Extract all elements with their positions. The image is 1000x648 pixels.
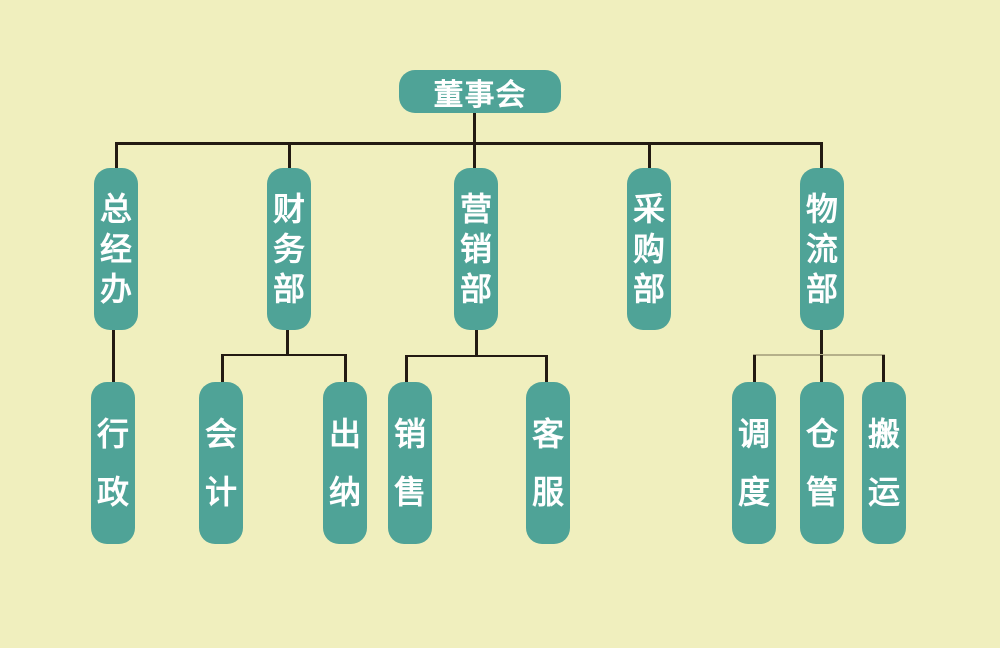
node-char: 采	[632, 190, 665, 228]
connector-to-yingxiaobu	[473, 142, 476, 169]
node-char: 出	[328, 415, 361, 453]
node-sub-diaodu: 调 度	[732, 382, 776, 544]
node-char: 购	[632, 230, 665, 268]
node-sub-banyun: 搬 运	[862, 382, 906, 544]
node-char: 物	[805, 190, 838, 228]
node-sub-xingzheng: 行 政	[91, 382, 135, 544]
connector-to-xiaoshou	[405, 355, 408, 382]
connector-to-wuliubu	[820, 142, 823, 169]
node-char: 务	[272, 230, 305, 268]
connector-to-diaodu	[753, 355, 756, 382]
node-root-board: 董事会	[399, 70, 561, 113]
node-char: 部	[272, 270, 305, 308]
connector-yingxiaobu-down	[475, 329, 478, 356]
node-char: 部	[632, 270, 665, 308]
node-sub-chuna: 出 纳	[323, 382, 367, 544]
connector-to-kuaiji	[221, 354, 224, 382]
node-char: 流	[805, 230, 838, 268]
node-char: 度	[737, 473, 770, 511]
connector-level1-bus	[115, 142, 823, 145]
node-root-label: 董事会	[433, 77, 527, 113]
node-dept-wuliubu: 物 流 部	[800, 168, 844, 330]
connector-yingxiaobu-bus	[405, 355, 548, 357]
node-char: 客	[531, 415, 564, 453]
connector-to-caigoubu	[648, 142, 651, 169]
node-char: 管	[805, 473, 838, 511]
node-char: 销	[459, 230, 492, 268]
connector-wuliubu-down	[820, 329, 823, 356]
connector-to-cangguan	[820, 355, 823, 382]
connector-to-kefu	[545, 355, 548, 382]
node-char: 调	[737, 415, 770, 453]
node-char: 运	[867, 473, 900, 511]
node-char: 办	[99, 270, 132, 308]
connector-caiwubu-down	[286, 329, 289, 354]
node-char: 销	[393, 415, 426, 453]
node-sub-kuaiji: 会 计	[199, 382, 243, 544]
node-char: 政	[96, 473, 129, 511]
node-dept-zongjingban: 总 经 办	[94, 168, 138, 330]
connector-to-chuna	[344, 354, 347, 382]
node-char: 搬	[867, 415, 900, 453]
connector-root-down	[473, 113, 476, 144]
connector-caiwubu-bus	[221, 354, 347, 356]
node-dept-yingxiaobu: 营 销 部	[454, 168, 498, 330]
node-char: 纳	[328, 473, 361, 511]
node-char: 会	[204, 415, 237, 453]
node-char: 总	[99, 190, 132, 228]
node-sub-kefu: 客 服	[526, 382, 570, 544]
connector-to-caiwubu	[288, 142, 291, 169]
connector-to-banyun	[882, 355, 885, 382]
connector-zongjingban-xingzheng	[112, 329, 115, 382]
node-dept-caigoubu: 采 购 部	[627, 168, 671, 330]
node-char: 财	[272, 190, 305, 228]
connector-wuliubu-bus	[753, 354, 885, 356]
node-dept-caiwubu: 财 务 部	[267, 168, 311, 330]
node-sub-cangguan: 仓 管	[800, 382, 844, 544]
node-char: 计	[204, 473, 237, 511]
node-char: 售	[393, 473, 426, 511]
connector-to-zongjingban	[115, 142, 118, 169]
node-char: 服	[531, 473, 564, 511]
node-char: 营	[459, 190, 492, 228]
node-char: 行	[96, 415, 129, 453]
node-char: 仓	[805, 415, 838, 453]
node-char: 经	[99, 230, 132, 268]
node-char: 部	[805, 270, 838, 308]
node-sub-xiaoshou: 销 售	[388, 382, 432, 544]
node-char: 部	[459, 270, 492, 308]
